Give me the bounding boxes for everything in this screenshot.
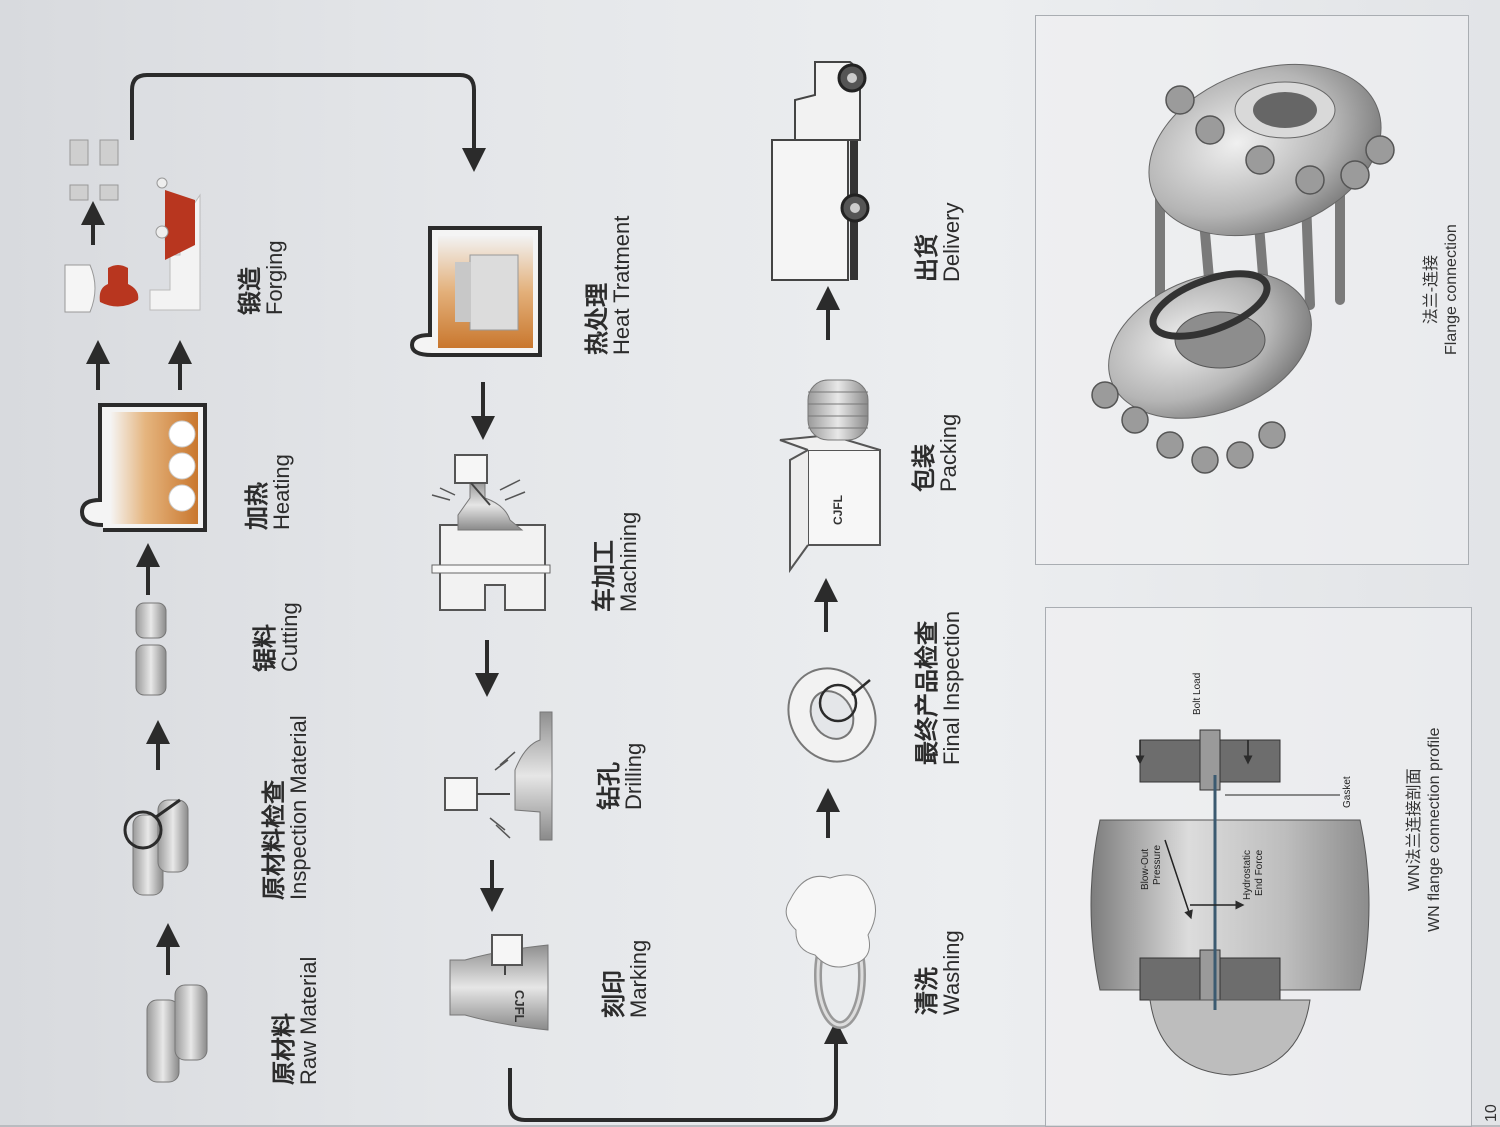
step-zh: 锻造 xyxy=(236,267,264,315)
step-label-delivery: 出货 Delivery xyxy=(913,202,965,282)
step-en: Raw Material xyxy=(296,956,322,1085)
step-zh: 车加工 xyxy=(590,540,618,612)
step-zh: 加热 xyxy=(243,482,271,530)
step-label-heat-treatment: 热处理 Heat Tratment xyxy=(583,215,635,355)
step-en: Cutting xyxy=(277,602,303,672)
flange-connection-caption: 法兰-连接 Flange connection xyxy=(1422,224,1462,355)
marking-brand-text: CJFL xyxy=(512,990,527,1023)
step-label-cutting: 锯料 Cutting xyxy=(251,602,303,672)
step-label-final-inspection: 最终产品检查 Final Inspection xyxy=(913,610,965,765)
final-inspection-icon xyxy=(787,667,877,763)
step-label-inspection-material: 原材料检查 Inspection Material xyxy=(260,715,312,900)
step-zh: 清洗 xyxy=(913,967,941,1015)
packing-brand-text: CJFL xyxy=(831,495,845,525)
marking-icon: CJFL xyxy=(449,934,549,1031)
step-en: Final Inspection xyxy=(939,610,965,765)
step-zh: 包装 xyxy=(910,444,938,492)
step-zh: 刻印 xyxy=(600,970,628,1018)
heating-furnace-icon xyxy=(79,403,207,532)
cutting-billets-icon xyxy=(135,602,167,696)
step-zh: 出货 xyxy=(913,234,941,282)
row2-arrows xyxy=(471,382,504,912)
coiled-gaskets-icon xyxy=(807,379,869,441)
inspection-material-icon xyxy=(123,798,189,896)
wn-profile-caption: WN法兰连接剖面 WN flange connection profile xyxy=(1405,727,1445,932)
step-en: Forging xyxy=(262,240,288,315)
step-en: Marking xyxy=(626,939,652,1018)
step-en: Drilling xyxy=(621,742,647,810)
step-zh: 原材料 xyxy=(270,1013,298,1085)
row3-arrows xyxy=(814,286,840,838)
machining-icon xyxy=(431,454,551,611)
step-en: Washing xyxy=(939,930,965,1015)
step-en: Heating xyxy=(269,454,295,530)
step-zh: 锯料 xyxy=(251,624,279,672)
step-en: Machining xyxy=(616,511,642,612)
flange-connection-panel xyxy=(1035,15,1469,565)
step-zh: 热处理 xyxy=(583,283,611,355)
step-en: Packing xyxy=(936,413,962,492)
step-zh: 最终产品检查 xyxy=(913,621,941,765)
step-zh: 原材料检查 xyxy=(260,780,288,900)
caption-zh: WN法兰连接剖面 xyxy=(1406,768,1423,892)
page-number: 10 xyxy=(1483,1104,1500,1122)
step-en: Heat Tratment xyxy=(609,215,635,355)
forging-icon xyxy=(64,139,201,313)
caption-zh: 法兰-连接 xyxy=(1423,254,1440,325)
row1-arrows xyxy=(81,201,192,975)
step-label-raw-material: 原材料 Raw Material xyxy=(270,956,322,1085)
step-en: Inspection Material xyxy=(286,715,312,900)
washing-icon xyxy=(785,874,876,1029)
connector-top xyxy=(130,73,486,172)
step-label-forging: 锻造 Forging xyxy=(236,240,288,315)
step-label-marking: 刻印 Marking xyxy=(600,939,652,1018)
caption-en: WN flange connection profile xyxy=(1426,727,1443,932)
packing-box-icon: CJFL xyxy=(779,379,881,574)
step-en: Delivery xyxy=(939,202,965,282)
step-zh: 钻孔 xyxy=(595,762,623,810)
step-label-drilling: 钻孔 Drilling xyxy=(595,742,647,810)
step-label-washing: 清洗 Washing xyxy=(913,930,965,1015)
raw-material-bars-icon xyxy=(146,984,208,1083)
caption-en: Flange connection xyxy=(1443,224,1460,355)
delivery-truck-icon xyxy=(771,61,870,281)
step-label-heating: 加热 Heating xyxy=(243,454,295,530)
step-label-packing: 包装 Packing xyxy=(910,413,962,492)
step-label-machining: 车加工 Machining xyxy=(590,511,642,612)
drilling-icon xyxy=(444,711,553,841)
heat-treatment-furnace-icon xyxy=(409,226,542,357)
connector-bottom xyxy=(508,1020,848,1122)
